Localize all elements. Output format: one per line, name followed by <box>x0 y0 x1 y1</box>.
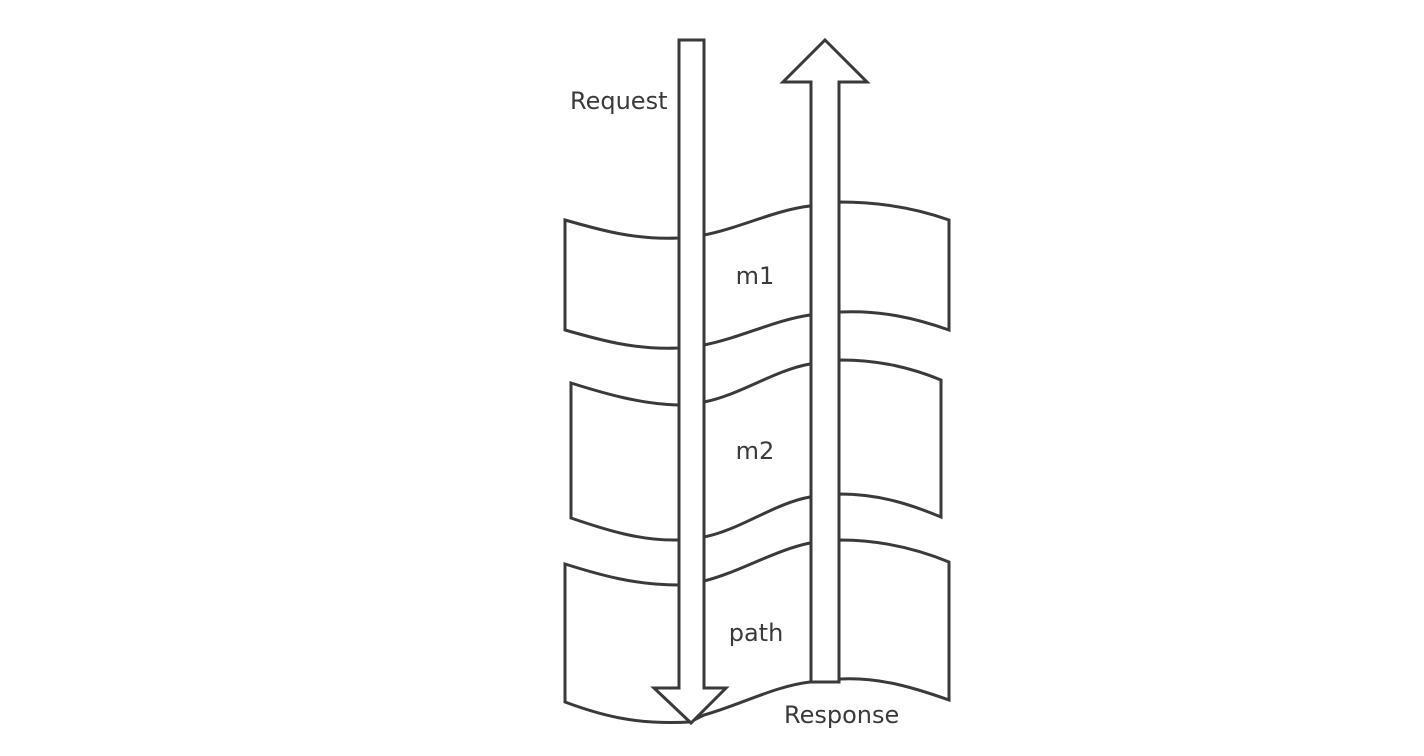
request-arrow <box>650 38 730 726</box>
layer-label-path: path <box>729 619 784 647</box>
response-label: Response <box>784 701 899 729</box>
request-label: Request <box>570 87 668 115</box>
layer-label-m1: m1 <box>736 262 775 290</box>
response-arrow <box>779 37 871 684</box>
layer-label-m2: m2 <box>736 437 775 465</box>
